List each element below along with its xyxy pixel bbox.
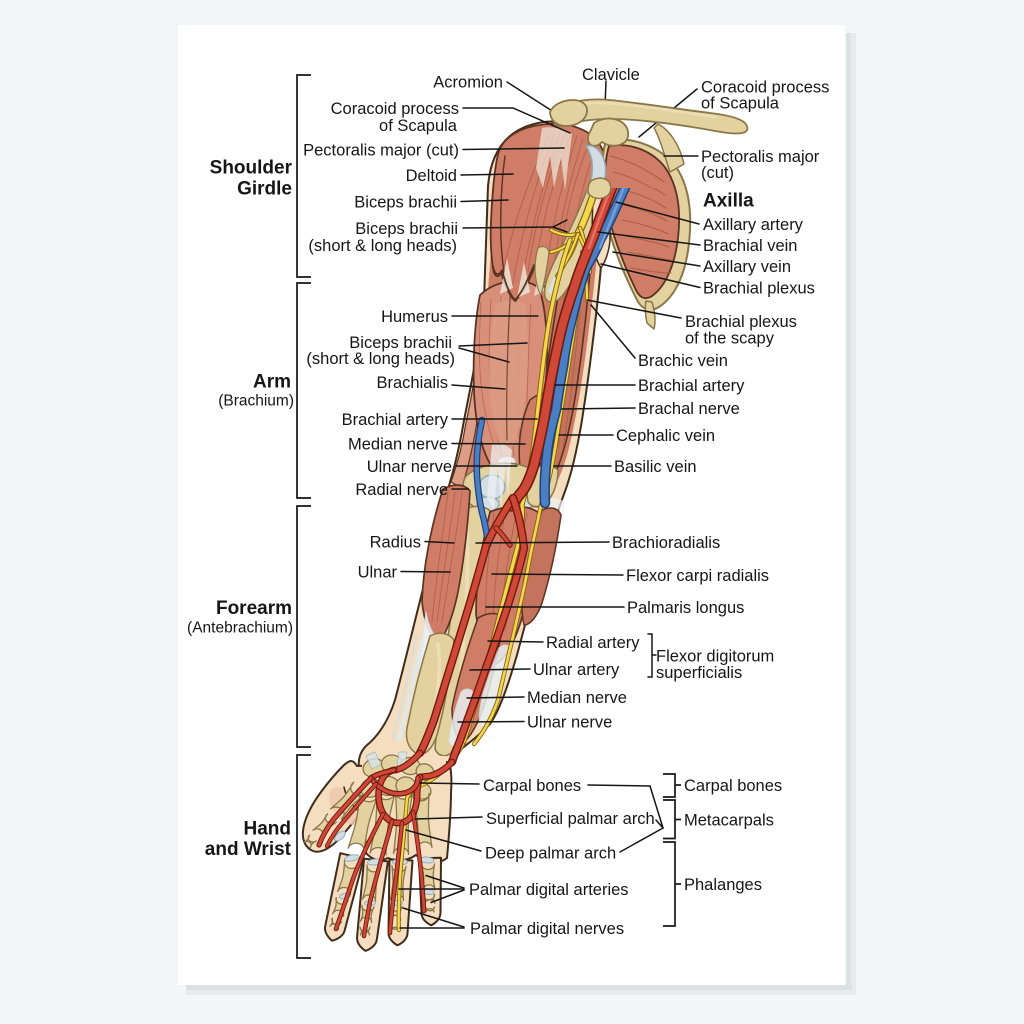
svg-text:Coracoid process: Coracoid process xyxy=(331,100,459,118)
svg-text:Shoulder: Shoulder xyxy=(210,158,293,179)
svg-text:Metacarpals: Metacarpals xyxy=(684,811,774,829)
svg-text:Median nerve: Median nerve xyxy=(527,689,627,707)
svg-text:Deep palmar arch: Deep palmar arch xyxy=(485,844,616,862)
svg-text:Palmar digital arteries: Palmar digital arteries xyxy=(469,881,629,899)
svg-text:Brachic vein: Brachic vein xyxy=(638,352,728,370)
svg-text:Biceps brachii: Biceps brachii xyxy=(355,220,458,238)
svg-text:Median nerve: Median nerve xyxy=(348,435,448,453)
svg-text:Palmaris longus: Palmaris longus xyxy=(627,599,744,617)
svg-text:Ulnar nerve: Ulnar nerve xyxy=(527,713,612,731)
svg-text:Brachial vein: Brachial vein xyxy=(703,237,797,255)
svg-text:Carpal bones: Carpal bones xyxy=(684,777,782,795)
svg-text:of the scapy: of the scapy xyxy=(685,329,775,347)
svg-text:Biceps brachii: Biceps brachii xyxy=(349,334,452,352)
svg-text:Humerus: Humerus xyxy=(381,308,448,326)
svg-text:of Scapula: of Scapula xyxy=(701,94,780,112)
svg-text:Brachial plexus: Brachial plexus xyxy=(703,279,815,297)
svg-text:Phalanges: Phalanges xyxy=(684,876,762,894)
svg-text:Deltoid: Deltoid xyxy=(406,167,457,185)
svg-text:Forearm: Forearm xyxy=(216,598,292,619)
svg-text:Acromion: Acromion xyxy=(433,73,503,91)
svg-text:Superficial palmar arch: Superficial palmar arch xyxy=(486,810,655,828)
svg-text:Radial artery: Radial artery xyxy=(546,634,640,652)
svg-text:Brachioradialis: Brachioradialis xyxy=(612,534,720,552)
svg-text:(cut): (cut) xyxy=(701,164,734,182)
svg-text:Ulnar nerve: Ulnar nerve xyxy=(367,458,452,476)
svg-text:Radial nerve: Radial nerve xyxy=(355,481,448,499)
svg-text:Flexor digitorum: Flexor digitorum xyxy=(656,647,774,665)
svg-text:of Scapula: of Scapula xyxy=(379,117,458,135)
svg-text:(short & long heads): (short & long heads) xyxy=(306,350,455,368)
svg-text:Hand: Hand xyxy=(244,819,292,840)
svg-text:Axillary artery: Axillary artery xyxy=(703,216,804,234)
svg-text:Ulnar: Ulnar xyxy=(358,563,398,581)
svg-text:Cephalic vein: Cephalic vein xyxy=(616,427,715,445)
svg-text:Carpal bones: Carpal bones xyxy=(483,777,581,795)
svg-text:Palmar digital nerves: Palmar digital nerves xyxy=(470,920,624,938)
svg-text:Basilic vein: Basilic vein xyxy=(614,458,697,476)
svg-text:(Antebrachium): (Antebrachium) xyxy=(187,620,293,637)
svg-text:Pectoralis major (cut): Pectoralis major (cut) xyxy=(303,141,459,159)
svg-text:Arm: Arm xyxy=(253,372,291,393)
svg-text:Ulnar artery: Ulnar artery xyxy=(533,661,620,679)
svg-text:superficialis: superficialis xyxy=(656,664,742,682)
svg-text:(short & long heads): (short & long heads) xyxy=(308,237,457,255)
svg-text:Axilla: Axilla xyxy=(703,191,754,212)
svg-text:and Wrist: and Wrist xyxy=(205,839,292,860)
svg-text:Brachial artery: Brachial artery xyxy=(342,411,449,429)
svg-text:Flexor carpi radialis: Flexor carpi radialis xyxy=(626,567,769,585)
svg-text:Girdle: Girdle xyxy=(237,179,292,200)
svg-text:Biceps brachii: Biceps brachii xyxy=(354,193,457,211)
svg-text:Clavicle: Clavicle xyxy=(582,66,640,84)
svg-text:Brachial artery: Brachial artery xyxy=(638,377,745,395)
svg-text:Brachal nerve: Brachal nerve xyxy=(638,400,740,418)
svg-text:Brachialis: Brachialis xyxy=(376,374,448,392)
svg-text:Pectoralis major: Pectoralis major xyxy=(701,148,820,166)
svg-text:Radius: Radius xyxy=(370,533,421,551)
svg-text:Axillary vein: Axillary vein xyxy=(703,258,791,276)
svg-text:Coracoid process: Coracoid process xyxy=(701,78,829,96)
svg-text:Brachial plexus: Brachial plexus xyxy=(685,313,797,331)
svg-text:(Brachium): (Brachium) xyxy=(218,393,294,410)
